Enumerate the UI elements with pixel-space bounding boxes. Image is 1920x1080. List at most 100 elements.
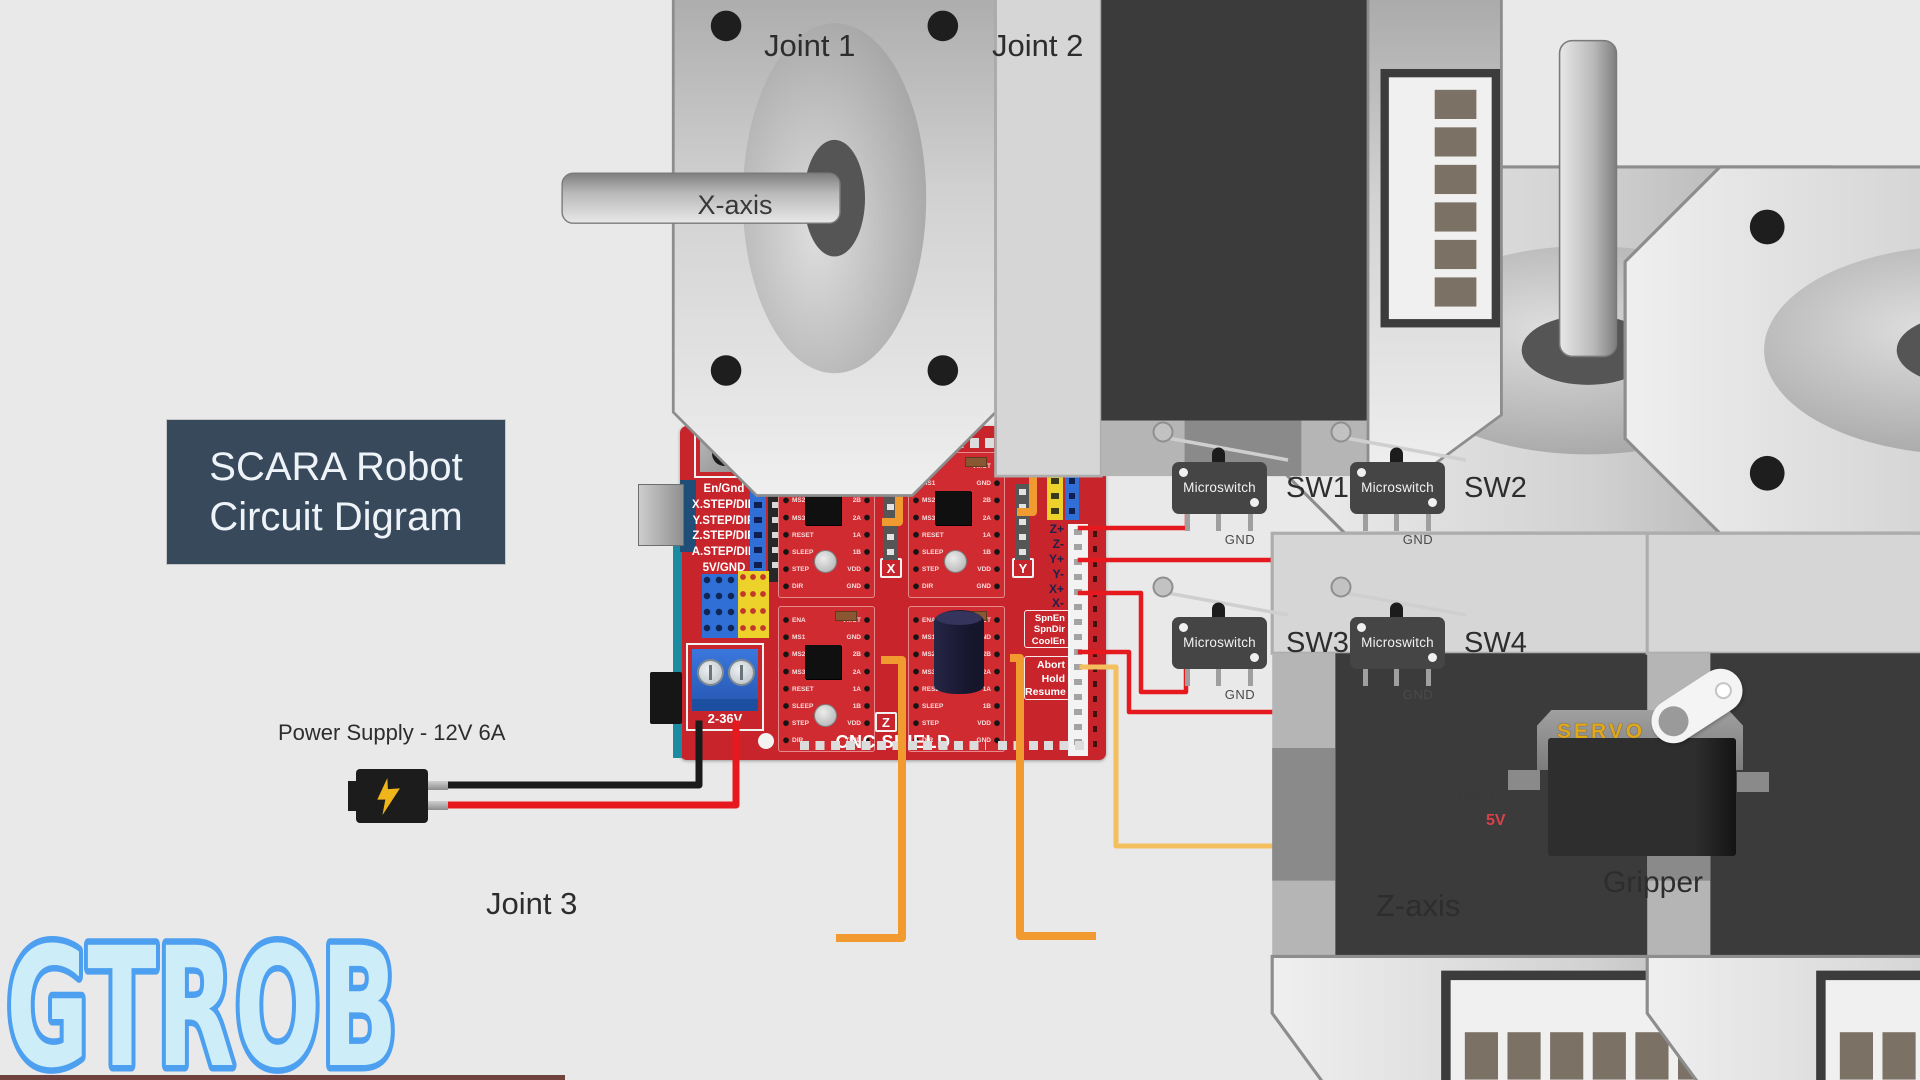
servo-tab-left	[1508, 770, 1540, 790]
yellow-header	[1047, 458, 1063, 520]
servo-5v-label: 5V	[1486, 812, 1506, 829]
psu-pin	[428, 801, 448, 810]
endstop-pin-strip	[1068, 524, 1088, 756]
lightning-icon	[377, 778, 400, 816]
voltage-range-label: 2-36V	[707, 711, 743, 726]
wire-servo-gnd	[1501, 798, 1550, 821]
driver-pin-dots	[994, 461, 1000, 599]
yellow-jumper-grid	[738, 571, 769, 638]
trimpot	[944, 550, 967, 573]
resistor	[965, 457, 987, 467]
joint1-label: Joint 1	[764, 28, 856, 63]
y-motor-header	[1015, 484, 1030, 560]
switch-pin	[1394, 669, 1399, 686]
microswitch-sw4: Microswitch GND SW4	[1330, 575, 1530, 705]
gnd-label: GND	[1224, 687, 1256, 702]
switch-pin	[1248, 669, 1253, 686]
zaxis-label: Z-axis	[1376, 888, 1461, 923]
trimpot	[814, 550, 837, 573]
capacitor	[934, 610, 984, 694]
switch-pin	[1185, 669, 1190, 686]
servo-tab-right	[1737, 772, 1769, 792]
edge-pin-column	[1090, 526, 1100, 754]
microswitch-sw3: Microswitch GND SW3	[1152, 575, 1352, 705]
switch-name: SW3	[1286, 627, 1349, 659]
switch-pin	[1363, 669, 1368, 686]
power-supply-connector	[356, 769, 428, 823]
driver-chip	[935, 491, 971, 525]
usb-pcb	[680, 480, 696, 552]
top-pin-row	[862, 438, 1084, 448]
switch-lever	[1330, 576, 1467, 619]
watermark-logo: GTROB	[0, 918, 405, 1080]
gnd-label: GND	[1402, 532, 1434, 547]
trimpot	[814, 704, 837, 727]
switch-pin	[1216, 669, 1221, 686]
psu-tab	[348, 781, 358, 811]
wire-servo-5v	[1504, 823, 1552, 841]
gnd-label: GND	[1224, 532, 1256, 547]
title-line2: Circuit Digram	[209, 495, 463, 539]
switch-pin	[1185, 514, 1190, 531]
title-box: SCARA Robot Circuit Digram	[167, 420, 505, 564]
gripper-label: Gripper	[1602, 866, 1704, 899]
mounting-hole	[758, 733, 774, 749]
driver-pin-dots	[913, 461, 919, 599]
switch-pin	[1216, 514, 1221, 531]
terminal-base	[692, 699, 758, 711]
microswitch-sw1: Microswitch GND SW1	[1152, 420, 1352, 550]
servo-gnd-label: GND	[1458, 788, 1494, 805]
screw-terminal	[692, 649, 758, 699]
title-line1: SCARA Robot	[209, 445, 463, 489]
motor-joint1	[1248, 39, 1920, 1080]
joint2-label: Joint 2	[992, 28, 1084, 63]
driver-pin-labels-right: VMOTGND2B2A1A1BVDDGND	[972, 463, 991, 591]
arduino-edge	[673, 486, 682, 758]
terminal-screw	[728, 659, 755, 686]
switch-pin	[1248, 514, 1253, 531]
switch-name: SW2	[1464, 472, 1527, 504]
servo-brand-label: SERVO	[1557, 720, 1646, 743]
driver-pin-dots	[913, 615, 919, 753]
psu-pin	[428, 781, 448, 790]
resistor	[835, 611, 857, 621]
switch-pin	[1363, 514, 1368, 531]
xaxis-face-label: X-axis	[697, 190, 773, 220]
switch-lever	[1152, 421, 1289, 464]
driver-pin-dots	[864, 461, 870, 599]
switch-lever	[1152, 576, 1289, 619]
resistor	[835, 457, 857, 467]
switch-lever	[1330, 421, 1467, 464]
switch-pin	[1426, 669, 1431, 686]
switch-body: Microswitch	[1172, 462, 1267, 514]
switch-name: SW1	[1286, 472, 1349, 504]
switch-body: Microswitch	[1350, 617, 1445, 669]
x-motor-header	[883, 484, 898, 560]
driver-pin-labels-right: VMOTGND2B2A1A1BVDDGND	[842, 463, 861, 591]
gnd-label: GND	[1402, 687, 1434, 702]
blue-header-column	[750, 482, 766, 582]
reset-button	[694, 430, 754, 478]
servo-body	[1548, 738, 1736, 856]
axis-box-x: X	[880, 558, 902, 578]
bottom-pin-row	[998, 741, 1084, 750]
joint3-label: Joint 3	[486, 886, 578, 921]
mounting-hole	[764, 434, 780, 450]
bottom-pin-row	[800, 741, 986, 750]
video-edge-artifact	[0, 1075, 565, 1080]
blue-header	[1065, 458, 1079, 520]
power-supply-label: Power Supply - 12V 6A	[278, 720, 506, 745]
microswitch-sw2: Microswitch GND SW2	[1330, 420, 1530, 550]
switch-body: Microswitch	[1350, 462, 1445, 514]
switch-body: Microswitch	[1172, 617, 1267, 669]
driver-chip	[805, 645, 841, 679]
driver-pin-dots	[783, 615, 789, 753]
